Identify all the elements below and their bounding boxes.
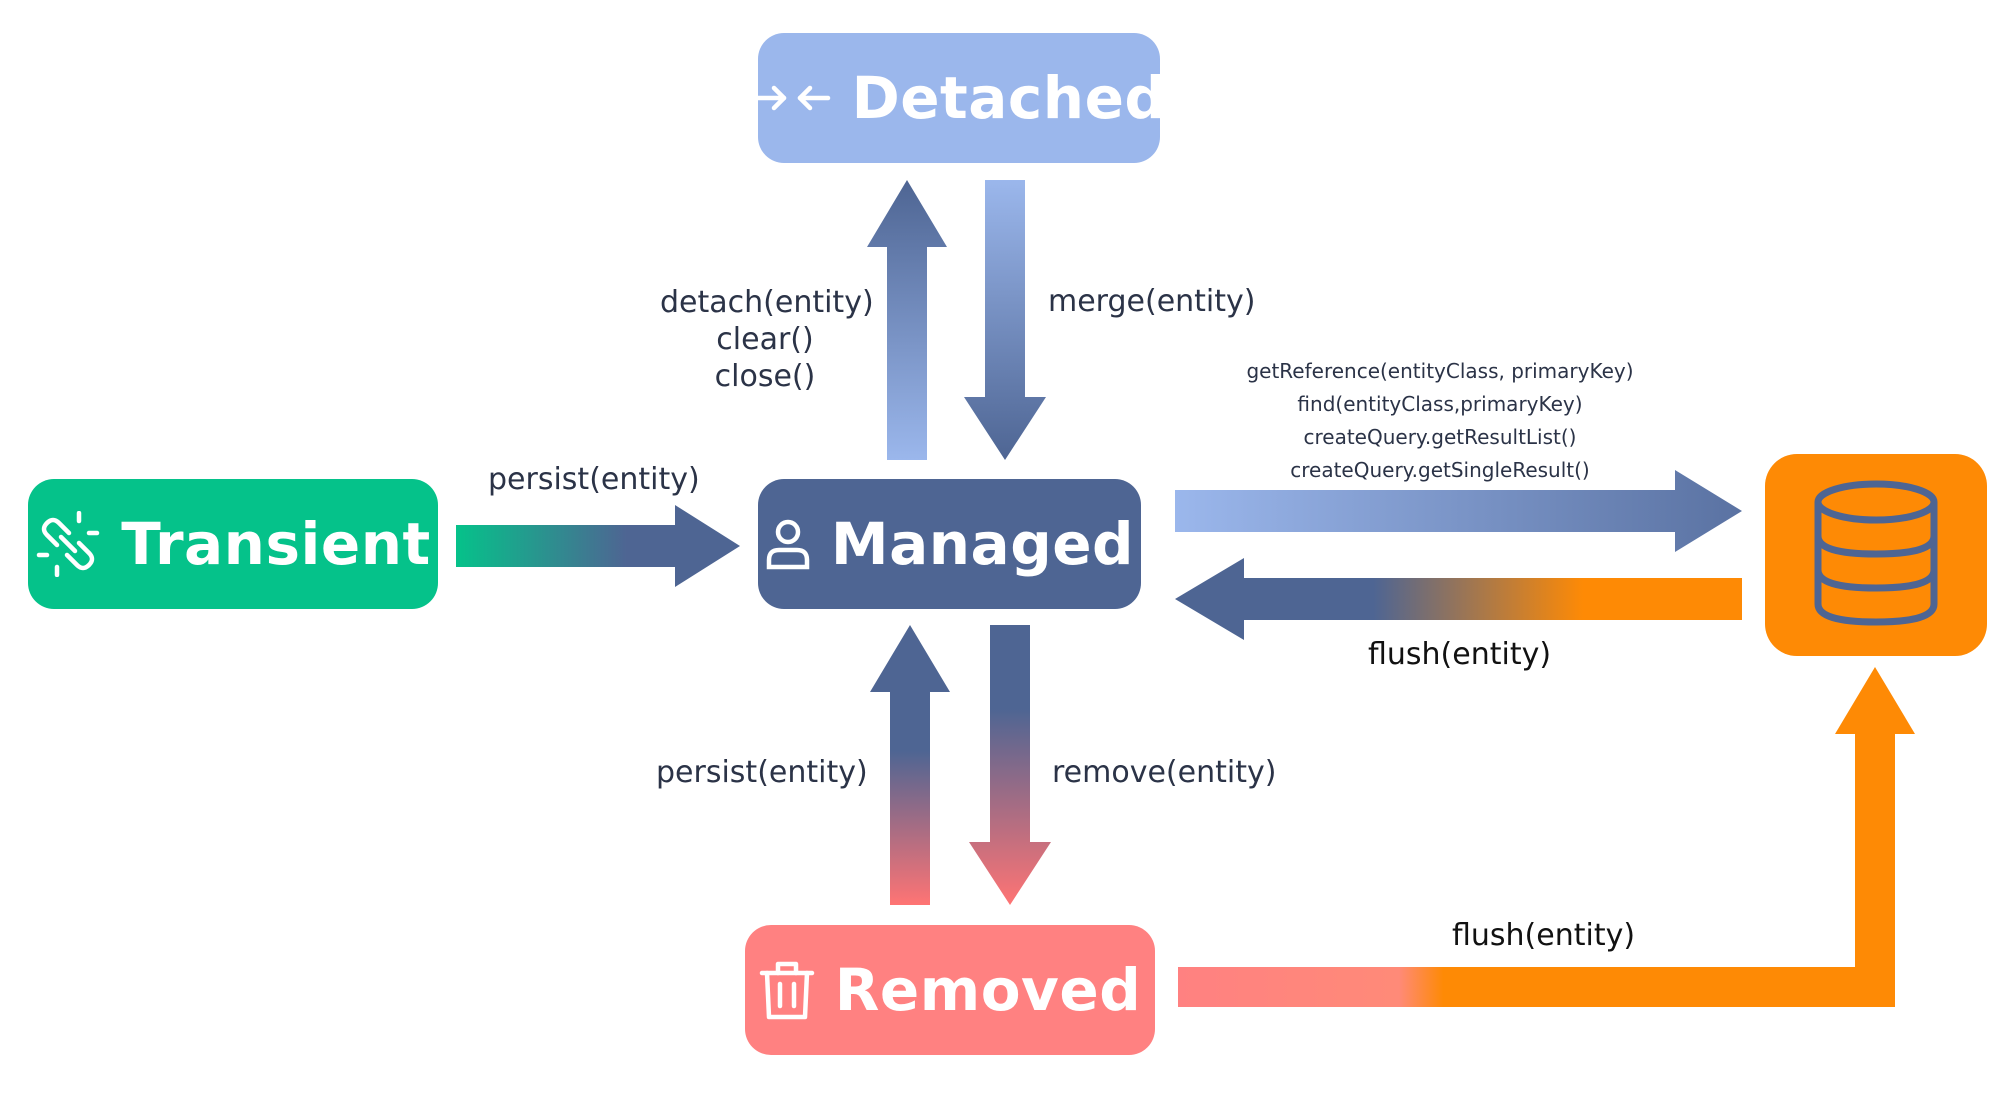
removed-label: Removed	[834, 956, 1142, 1024]
user-icon	[765, 518, 811, 570]
arrow-detached-to-managed	[964, 180, 1046, 460]
get-result-list-label: createQuery.getResultList()	[1303, 425, 1577, 449]
clear-label: clear()	[716, 322, 814, 357]
transient-state: Transient	[28, 479, 438, 609]
database-icon	[1811, 478, 1941, 632]
arrow-removed-to-database	[1178, 667, 1915, 1007]
transient-persist-label: persist(entity)	[488, 462, 700, 497]
detach-label: detach(entity)	[660, 285, 874, 320]
managed-state: Managed	[758, 479, 1141, 609]
arrow-removed-to-managed	[870, 625, 950, 905]
removed-persist-label: persist(entity)	[656, 755, 868, 790]
get-reference-label: getReference(entityClass, primaryKey)	[1246, 359, 1634, 383]
detach-labels: detach(entity) clear() close()	[660, 284, 874, 395]
database-node	[1765, 454, 1987, 656]
arrow-managed-to-detached	[867, 180, 947, 460]
detached-label: Detached	[851, 64, 1167, 132]
merge-label: merge(entity)	[1048, 284, 1256, 319]
managed-flush-label: flush(entity)	[1368, 637, 1552, 672]
removed-state: Removed	[745, 925, 1155, 1055]
trash-icon	[759, 959, 815, 1021]
close-label: close()	[714, 359, 816, 394]
removed-flush-label: flush(entity)	[1452, 918, 1636, 953]
managed-label: Managed	[830, 510, 1135, 578]
get-single-result-label: createQuery.getSingleResult()	[1290, 458, 1590, 482]
remove-label: remove(entity)	[1052, 755, 1277, 790]
arrows-apart-icon	[752, 76, 832, 120]
arrow-managed-to-database	[1175, 470, 1742, 552]
arrow-transient-to-managed	[456, 505, 740, 587]
transient-label: Transient	[121, 510, 431, 578]
broken-link-icon	[35, 511, 101, 577]
detached-state: Detached	[753, 33, 1166, 163]
query-labels: getReference(entityClass, primaryKey) fi…	[1240, 355, 1640, 487]
find-label: find(entityClass,primaryKey)	[1297, 392, 1583, 416]
arrow-database-to-managed	[1175, 558, 1742, 640]
arrow-managed-to-removed	[969, 625, 1051, 905]
